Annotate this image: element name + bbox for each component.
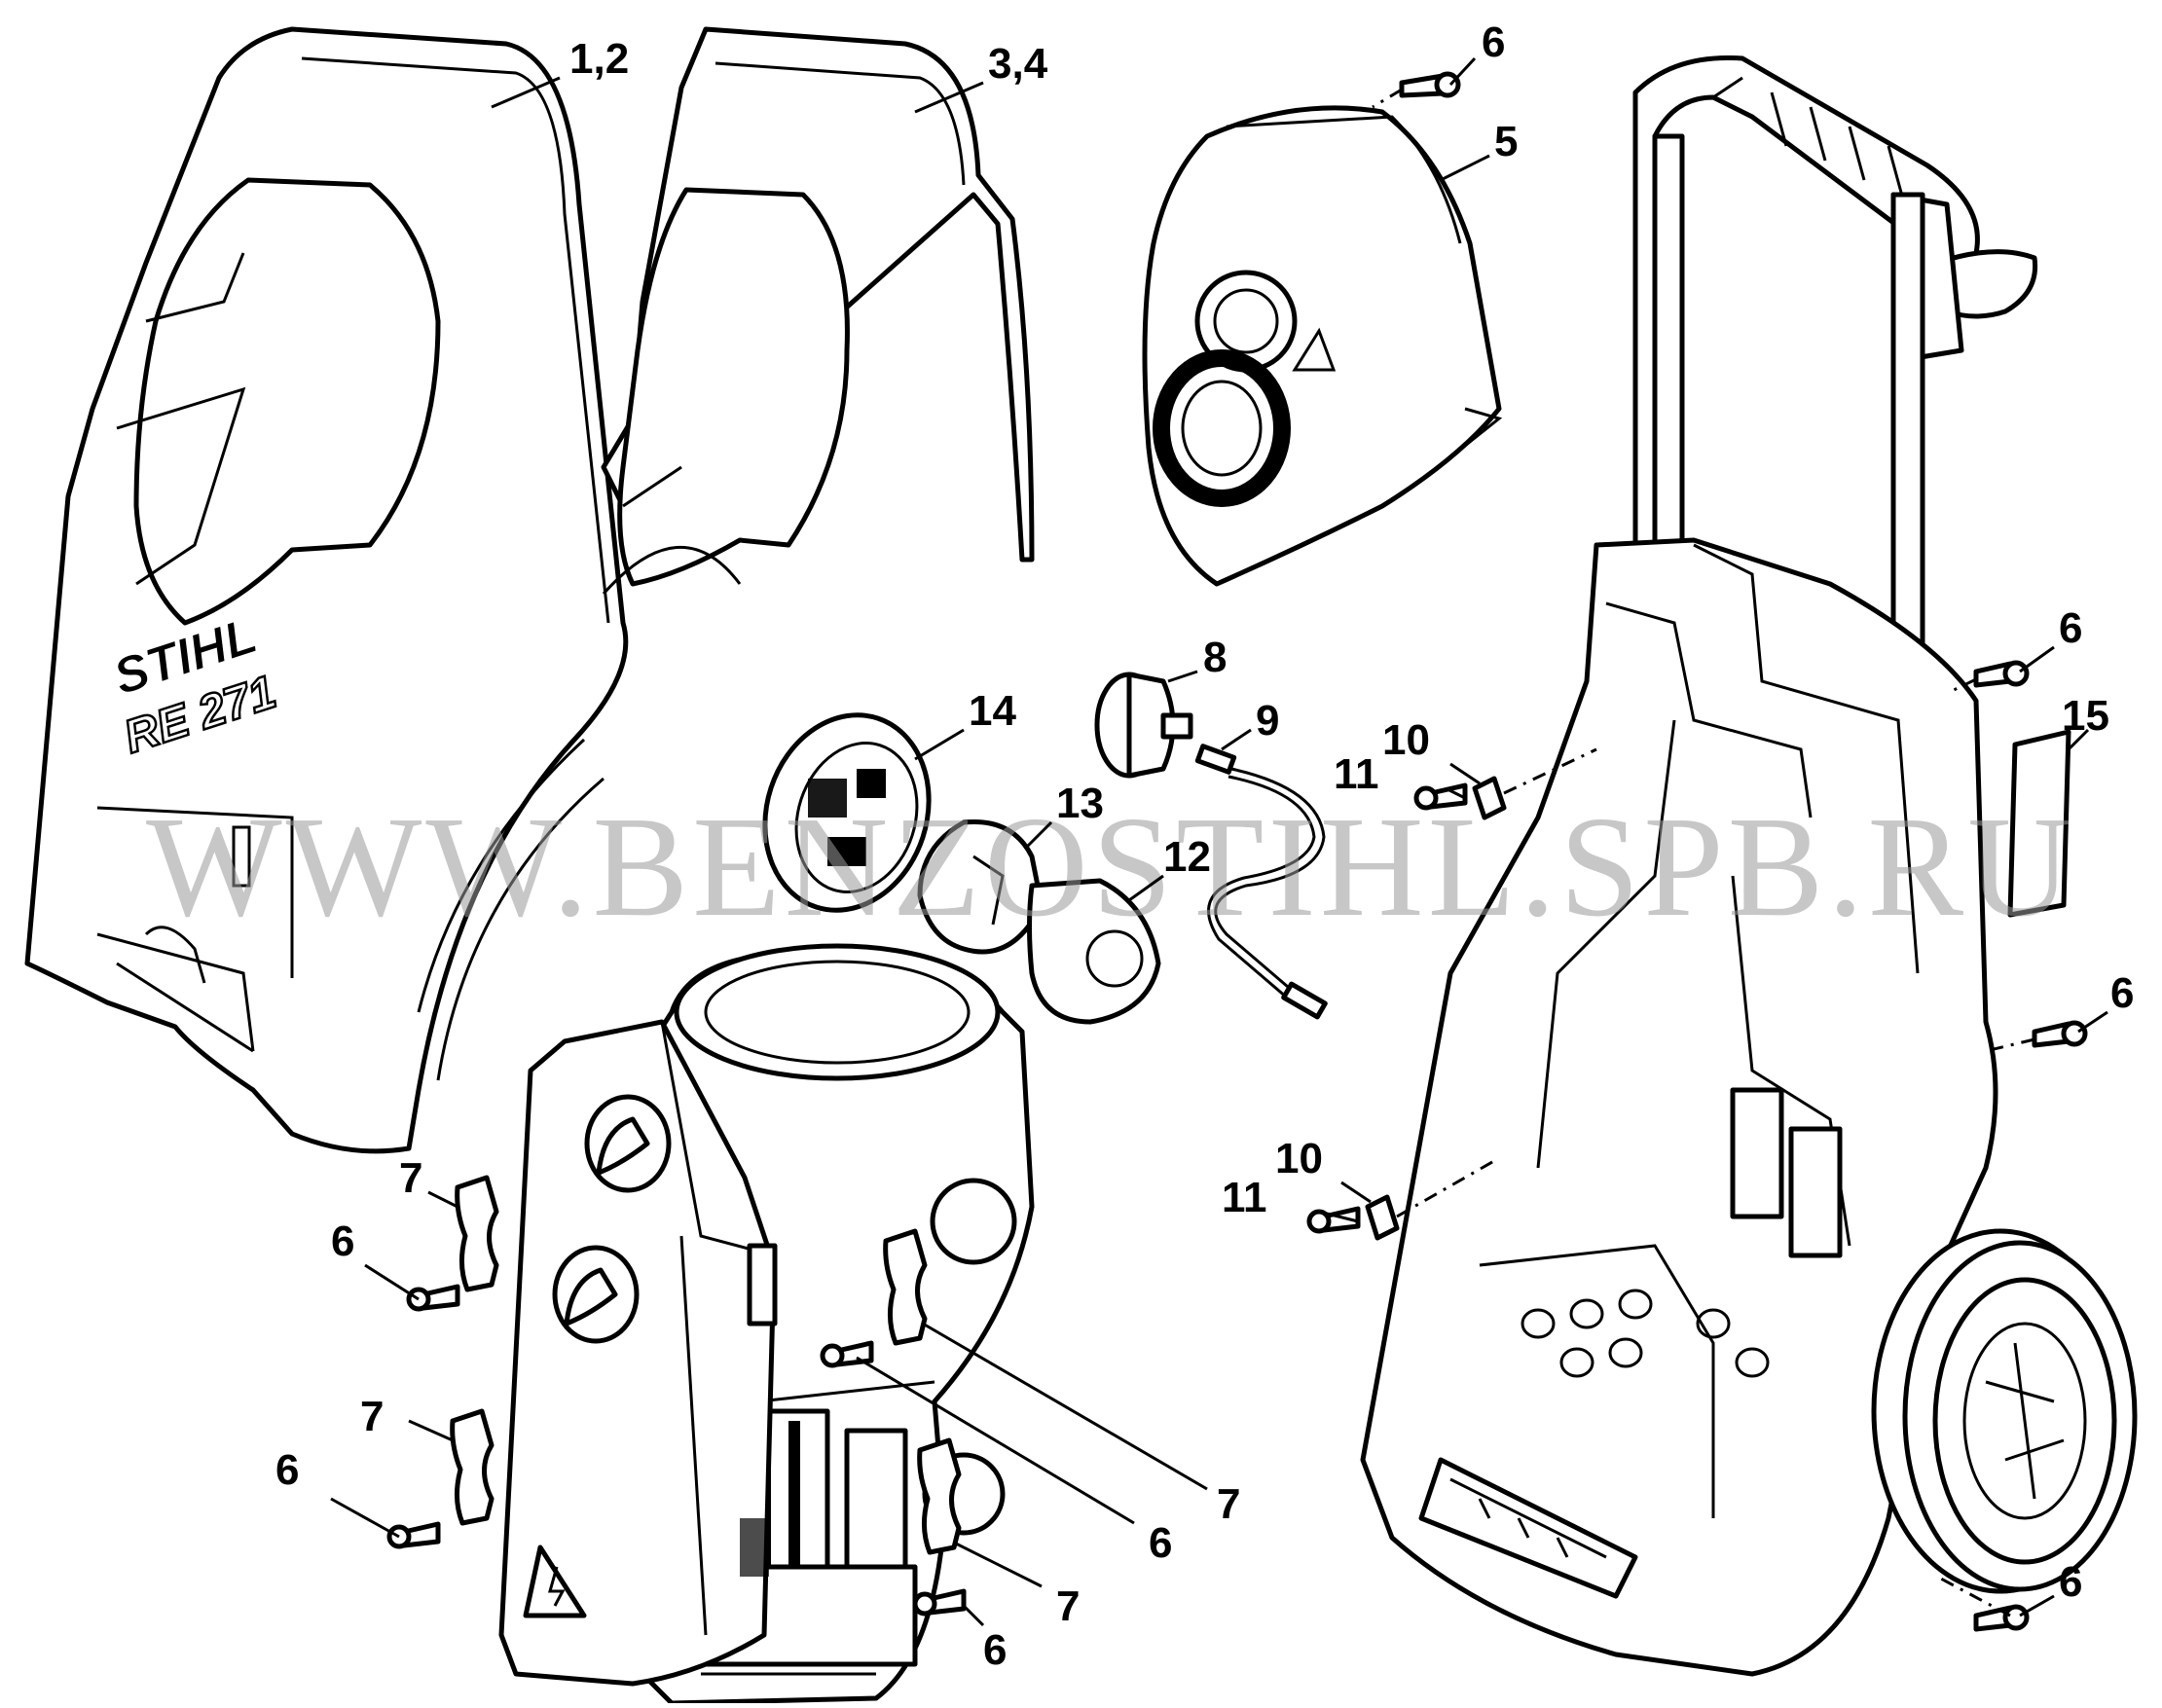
- switch-housing: [498, 1019, 778, 1687]
- hose-part-9: [1194, 744, 1328, 1020]
- callout-10-b: 10: [1275, 1135, 1323, 1182]
- clip-part-7-c: [883, 1228, 928, 1346]
- callout-11-b: 11: [1222, 1174, 1267, 1221]
- fitting-part-8: [1094, 672, 1193, 779]
- callout-14: 14: [969, 687, 1016, 735]
- callout-9: 9: [1256, 697, 1279, 745]
- warning-triangle: [523, 1544, 587, 1618]
- callout-7-b: 7: [360, 1393, 384, 1440]
- clip-part-7-a: [455, 1175, 499, 1292]
- callout-6-left-a: 6: [331, 1217, 354, 1265]
- frame-chassis: [1360, 55, 2138, 1677]
- label-part-15: [2007, 729, 2071, 918]
- bracket-10-a: [1472, 776, 1507, 820]
- callout-6-bottom: 6: [983, 1626, 1007, 1674]
- disc-part-14: [762, 712, 932, 913]
- callout-15: 15: [2062, 692, 2109, 740]
- cover-part-3-4: [601, 26, 1035, 595]
- callout-13: 13: [1056, 780, 1104, 827]
- callout-5: 5: [1494, 118, 1518, 165]
- knob-part-12: [1027, 878, 1161, 1025]
- callout-6-right-a: 6: [2059, 604, 2082, 652]
- callout-12: 12: [1163, 833, 1211, 881]
- screw-11-a: [1413, 782, 1468, 811]
- callout-10-a: 10: [1382, 716, 1430, 764]
- callout-6-top: 6: [1482, 18, 1505, 66]
- knob-upper: [584, 1094, 672, 1193]
- callout-labels: 1,2 3,4 6 5 8 9 14 13 12 10 11 6 15 6 10…: [275, 18, 2134, 1674]
- cover-slot: [232, 825, 251, 888]
- screw-6-a: [1399, 71, 1461, 98]
- screw-6-c: [2032, 1020, 2088, 1048]
- insert-part-13: [917, 818, 1044, 955]
- callout-7-c: 7: [1217, 1480, 1240, 1528]
- leader-lines: [330, 56, 2108, 1627]
- screw-6-h: [912, 1588, 967, 1617]
- screw-11-b: [1306, 1206, 1361, 1234]
- callout-6-right-c: 6: [2059, 1558, 2082, 1606]
- bracket-10-b: [1365, 1194, 1400, 1241]
- callout-7-d: 7: [1056, 1582, 1080, 1630]
- wheel: [1871, 1228, 2138, 1594]
- callout-3-4: 3,4: [988, 40, 1048, 88]
- screw-6-f: [386, 1521, 441, 1549]
- callout-11-a: 11: [1334, 750, 1379, 798]
- callout-7-a: 7: [399, 1154, 422, 1202]
- screw-6-g: [820, 1340, 874, 1368]
- callout-8: 8: [1203, 634, 1227, 681]
- callout-1-2: 1,2: [569, 35, 629, 83]
- callout-6-mid: 6: [1149, 1519, 1172, 1567]
- control-panel-part-5: [1142, 105, 1503, 587]
- callout-6-left-b: 6: [275, 1446, 299, 1494]
- clip-part-7-d: [917, 1437, 962, 1555]
- watermark-text: WWW.BENZOSTIHL.SPB.RU: [146, 787, 2075, 947]
- front-cover-part-1-2: STIHL RE 271: [24, 26, 629, 1154]
- callout-6-right-b: 6: [2110, 969, 2134, 1017]
- knob-lower: [552, 1245, 640, 1344]
- clip-part-7-b: [450, 1408, 495, 1526]
- screw-6-b: [1973, 660, 2030, 688]
